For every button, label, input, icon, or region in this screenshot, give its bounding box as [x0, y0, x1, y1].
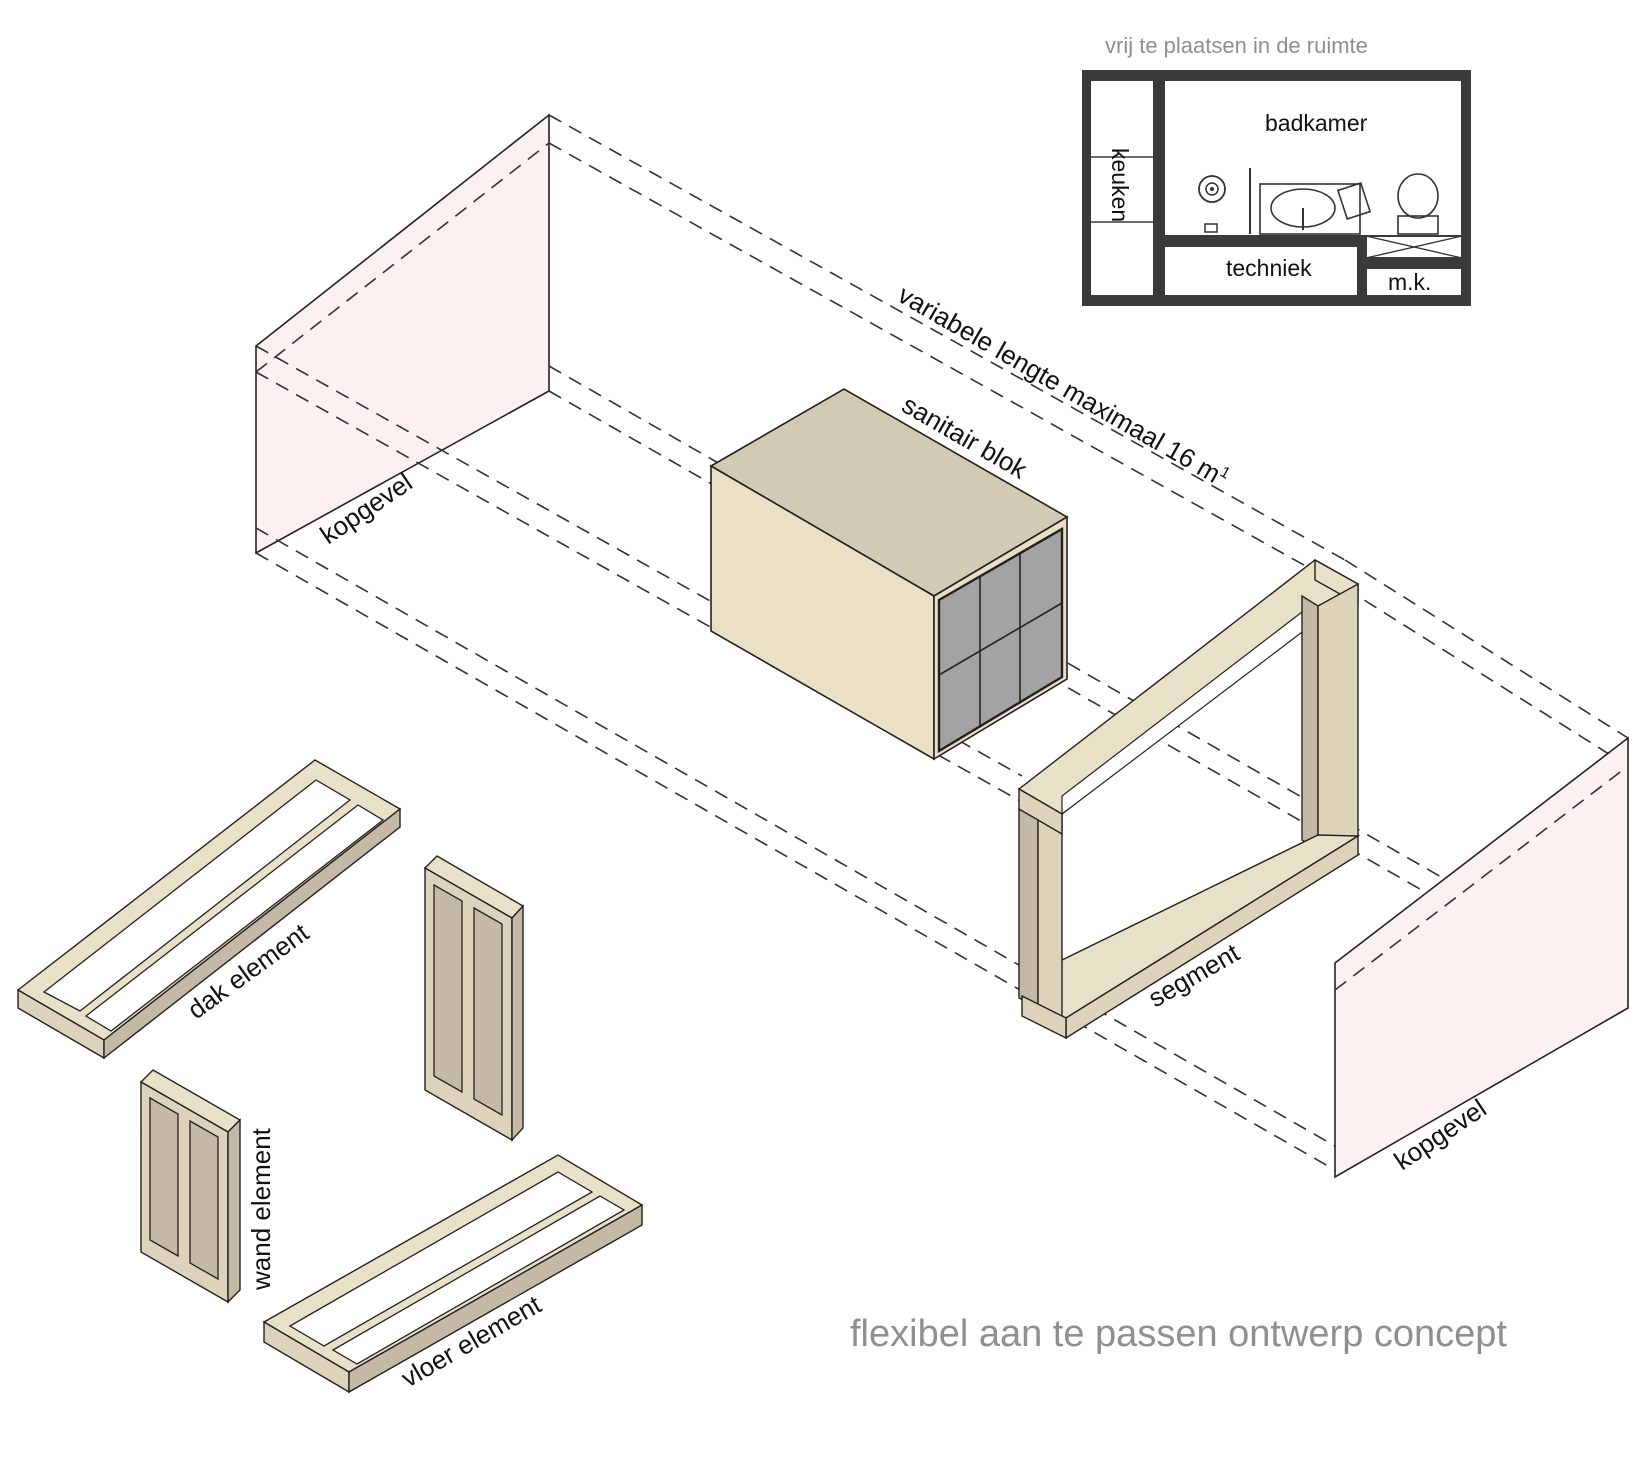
segment-rear-post-face [1317, 582, 1359, 851]
left-gable: kopgevel [255, 113, 550, 555]
plan-mk-label: m.k. [1388, 269, 1431, 295]
toilet-tank-icon [1397, 215, 1439, 235]
plan-kitchen-room [1089, 79, 1155, 297]
dash-top-front-b [1344, 587, 1629, 767]
wall-upper-void-2 [473, 906, 503, 1117]
mirror-icon [1336, 182, 1372, 220]
floor-inner-void-2 [331, 1195, 626, 1365]
shower-drain-inner-icon [1205, 182, 1219, 196]
roof-element: dak element [16, 759, 402, 1060]
roof-side-face [103, 807, 401, 1060]
shower-drain-icon [1198, 175, 1226, 203]
right-gable-panel [1334, 736, 1629, 1179]
dash-floor-front [255, 552, 1336, 1171]
plan-technical-label: techniek [1226, 255, 1312, 281]
wall-lower-void-1 [149, 1096, 179, 1258]
plan-technical-room [1163, 245, 1359, 297]
floor-inner-void-1 [288, 1171, 594, 1347]
dash-top-left-2 [255, 371, 1023, 803]
plan-mk-room [1365, 267, 1463, 297]
wall-element-lower: wand element [139, 1069, 276, 1304]
block-door-mid [938, 602, 1063, 676]
segment-front-post-side [1018, 807, 1039, 1010]
plan-shaft-cross-2 [1365, 235, 1463, 259]
wall-upper-void-1 [433, 883, 463, 1094]
right-gable: kopgevel [1334, 736, 1629, 1179]
inset-floor-plan: vrij te plaatsen in de ruimte keuken bad… [1082, 33, 1471, 306]
segment-rear-post [1301, 594, 1319, 852]
shower-tap-icon [1204, 223, 1218, 233]
concept-caption: flexibel aan te passen ontwerp concept [850, 1313, 1507, 1355]
segment-front-post-face [1037, 813, 1063, 1020]
wall-element-upper [423, 855, 525, 1142]
floor-element: vloer element [262, 1154, 644, 1394]
dash-top-back-2 [548, 142, 1346, 589]
wall-upper-side [511, 904, 524, 1142]
dash-top-left [255, 345, 1023, 777]
wall-element-label: wand element [246, 1127, 276, 1291]
right-gable-dashed [1334, 765, 1629, 991]
wall-lower-void-2 [189, 1119, 219, 1281]
toilet-bowl-icon [1397, 173, 1439, 219]
plan-bathroom-room [1163, 79, 1463, 237]
left-gable-dashed-top [255, 142, 550, 373]
segment-frame: segment [1017, 558, 1361, 1040]
segment-front-corner-top [1018, 787, 1063, 836]
shower-drain-dot-icon [1210, 187, 1214, 191]
sanitary-block: sanitair blok [709, 388, 1069, 761]
roof-inner-void-1 [42, 779, 352, 1012]
block-door-frame [937, 526, 1064, 754]
sink-cabinet-icon [1259, 183, 1361, 235]
dash-floor-front-2 [255, 527, 1336, 1147]
floor-side-face [348, 1203, 643, 1394]
segment-front-corner-bottom [1021, 994, 1067, 1040]
dash-top-back [548, 114, 1346, 561]
inset-caption: vrij te plaatsen in de ruimte [1105, 33, 1368, 58]
plan-bathroom-label: badkamer [1265, 110, 1368, 136]
roof-inner-void-2 [84, 804, 385, 1032]
dash-top-front-a [1344, 559, 1629, 739]
plan-kitchen-label: keuken [1107, 148, 1133, 222]
wall-lower-side [227, 1118, 241, 1304]
